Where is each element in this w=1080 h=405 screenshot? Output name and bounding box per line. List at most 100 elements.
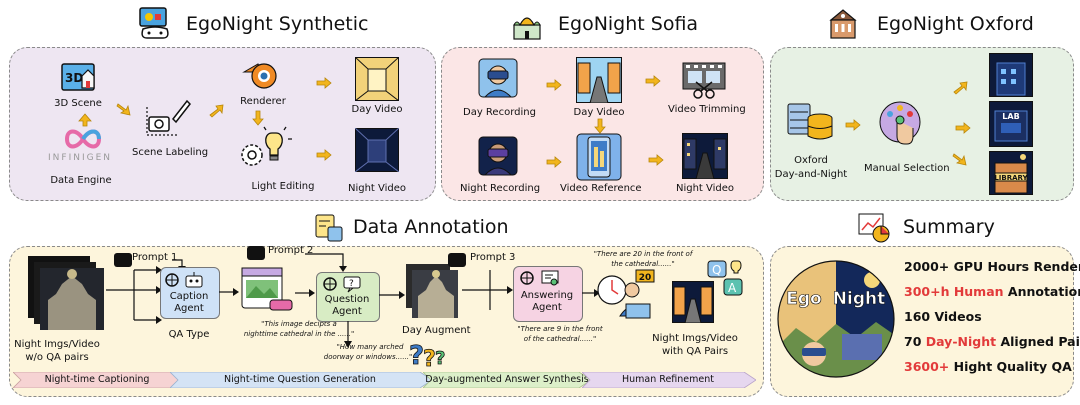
input-connector — [106, 266, 162, 324]
svg-text:?: ? — [423, 347, 436, 368]
prompt-2-arrow — [305, 253, 347, 272]
openai-logo-icon — [519, 270, 535, 286]
annotation-title: Data Annotation — [353, 216, 509, 238]
blender-icon — [240, 58, 282, 92]
summary-line-human-annotation: 300+h Human Annotation — [904, 284, 1080, 299]
3d-scene-icon: 3D — [60, 62, 98, 96]
openai-logo-icon — [164, 272, 180, 288]
infinigen-label: INFINIGEN — [48, 153, 112, 163]
arrow-down-icon — [252, 110, 264, 126]
arrow-right-icon — [316, 146, 332, 161]
oxford-label-line2: Day-and-Night — [774, 169, 848, 180]
oxford-title: EgoNight Oxford — [877, 13, 1034, 35]
phone-reference-icon — [576, 133, 622, 181]
summary-title: Summary — [903, 216, 995, 238]
film-scissors-icon — [682, 60, 726, 100]
summary-number: 3600+ — [904, 359, 950, 374]
answering-agent-line2: Agent — [532, 302, 562, 313]
vr-day-recording-icon — [477, 57, 519, 103]
summary-text: Aligned Pairs — [1000, 334, 1080, 349]
question-to-day-arrow — [379, 291, 405, 299]
answer-quote-line1: "There are 9 in the front — [510, 325, 610, 334]
image-to-question-arrow — [295, 289, 315, 297]
stage-night-time-captioning: Night-time Captioning — [13, 372, 183, 388]
cathedral-icon — [510, 7, 544, 41]
manual-selection-label: Manual Selection — [864, 163, 950, 174]
night-recording-label: Night Recording — [460, 183, 541, 194]
logo-ego-text: Ego — [786, 289, 822, 310]
arrow-right-icon — [546, 76, 562, 91]
question-down-arrow — [344, 321, 352, 348]
day-augment-label: Day Augment — [402, 325, 471, 336]
question-marks-icon: ? ? ? — [407, 336, 451, 373]
lab-thumbnail — [989, 101, 1033, 147]
summary-line-videos: 160 Videos — [904, 309, 982, 324]
database-icon — [786, 100, 834, 144]
terminal-icon — [114, 253, 132, 267]
answering-agent-line1: Answering — [520, 290, 574, 301]
hand-select-icon — [877, 100, 923, 148]
prompt-2-label: Prompt 2 — [268, 245, 314, 256]
summary-red-text: Day-Night — [921, 334, 997, 349]
sofia-day-video-label: Day Video — [573, 107, 625, 118]
svg-text:Q: Q — [712, 263, 721, 277]
vr-night-recording-icon — [477, 135, 519, 181]
svg-text:?: ? — [435, 348, 445, 368]
qa-bubbles-icon: Q A — [704, 257, 750, 301]
stage-label: Night-time Question Generation — [224, 374, 376, 385]
summary-line-aligned-pairs: 70 Day-Night Aligned Pairs — [904, 334, 1080, 349]
library-sign: LIBRARY — [994, 174, 1028, 182]
stage-label: Day-augmented Answer Synthesis — [425, 374, 589, 385]
summary-number: 70 — [904, 334, 922, 349]
annotation-icon — [314, 213, 344, 243]
question-bubble-icon: ? — [342, 275, 362, 293]
output-label-line2: with QA Pairs — [661, 346, 729, 357]
arrow-down-right-icon — [116, 100, 132, 116]
library-thumbnail — [989, 151, 1033, 195]
question-quote-line2: doorway or windows......" — [323, 353, 413, 361]
syn-day-video-label: Day Video — [351, 104, 403, 115]
answer-quote-line2: of the cathedral......" — [523, 335, 597, 343]
day-corridor-thumbnail — [354, 56, 400, 102]
prompt-3-arrow — [462, 270, 513, 310]
oxford-building-thumbnail — [989, 53, 1033, 97]
scene-3d-label: 3D Scene — [54, 98, 102, 109]
arrow-right-icon — [648, 151, 664, 166]
scene-labeling-label: Scene Labeling — [132, 147, 209, 158]
arrow-right-icon — [316, 74, 332, 89]
oxford-building-icon — [826, 6, 860, 40]
question-agent-line2: Agent — [332, 306, 362, 317]
stage-night-time-question-generation: Night-time Question Generation — [170, 372, 432, 388]
summary-red-text: Human — [949, 284, 1004, 299]
robot-icon — [184, 271, 204, 289]
summary-text: Videos — [930, 309, 982, 324]
terminal-icon — [448, 253, 466, 267]
output-street-thumbnail — [672, 281, 714, 324]
arrow-up-right-icon — [78, 112, 92, 127]
synthetic-title: EgoNight Synthetic — [186, 13, 369, 35]
arrow-up-right-icon — [208, 103, 224, 119]
summary-line-qa: 3600+ Hight Quality QA — [904, 359, 1072, 374]
oxford-label-line1: Oxford — [794, 155, 828, 166]
svg-text:?: ? — [349, 279, 354, 289]
summary-line-gpu-hours: 2000+ GPU Hours Rendering — [904, 259, 1080, 274]
caption-agent-line1: Caption — [169, 291, 209, 302]
logo-night-text: Night — [832, 289, 886, 310]
infinity-logo-icon — [63, 127, 103, 151]
prompt-1-label: Prompt 1 — [132, 252, 178, 263]
arrow-down-right-icon — [952, 150, 968, 166]
stage-human-refinement: Human Refinement — [582, 372, 756, 388]
arrow-right-icon — [546, 153, 562, 168]
renderer-label: Renderer — [240, 96, 286, 107]
syn-night-video-label: Night Video — [347, 183, 407, 194]
day-augment-stack — [404, 262, 460, 320]
certificate-icon — [540, 269, 560, 287]
lab-sign: LAB — [1002, 112, 1020, 121]
caption-agent-line2: Agent — [174, 303, 204, 314]
day-street-thumbnail — [576, 57, 622, 104]
ego-night-logo — [776, 258, 896, 380]
night-image-stack — [26, 254, 106, 332]
arrow-up-right-icon — [952, 80, 968, 96]
video-reference-label: Video Reference — [560, 183, 642, 194]
